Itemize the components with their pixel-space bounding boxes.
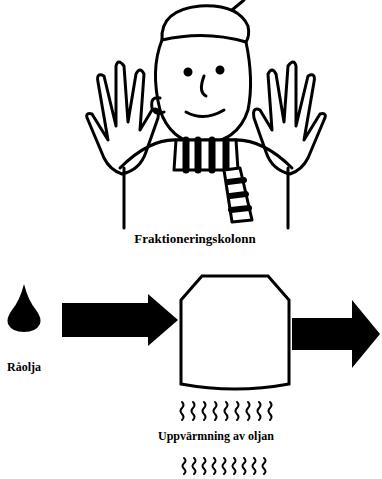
heat-stroke bbox=[253, 458, 256, 474]
crude-oil-drop: Råolja bbox=[0, 282, 48, 375]
heat-stroke bbox=[269, 402, 272, 420]
heat-stroke bbox=[223, 458, 226, 474]
heat-label: Uppvärmning av oljan bbox=[156, 429, 276, 444]
heat-stroke bbox=[243, 458, 246, 474]
drop-shape bbox=[8, 284, 41, 332]
column-shape bbox=[181, 276, 289, 389]
node-heading: Fraktioneringskolonn bbox=[134, 231, 255, 247]
heat-stroke bbox=[181, 402, 184, 420]
heat-stroke bbox=[193, 458, 196, 474]
heat-stroke bbox=[183, 458, 186, 474]
heat-stroke bbox=[236, 402, 239, 420]
heat-stroke bbox=[233, 458, 236, 474]
heat-stroke bbox=[225, 402, 228, 420]
arrow-shaft bbox=[62, 303, 148, 337]
heat-stroke bbox=[203, 402, 206, 420]
heat-stroke bbox=[213, 458, 216, 474]
heat-stroke bbox=[263, 458, 266, 474]
flow-arrow bbox=[62, 294, 178, 346]
column-outline bbox=[178, 272, 292, 394]
drop-icon bbox=[0, 282, 48, 334]
arrow-head bbox=[148, 294, 178, 346]
heat-stroke bbox=[214, 402, 217, 420]
heat-stroke bbox=[192, 402, 195, 420]
heat-stroke bbox=[203, 458, 206, 474]
heat-stroke bbox=[258, 402, 261, 420]
outflow-arrow bbox=[292, 300, 380, 368]
cartoon-man bbox=[87, 0, 326, 228]
fractionation-column: Fraktioneringskolonn bbox=[178, 272, 292, 394]
heat-stroke bbox=[247, 402, 250, 420]
node-label: Råolja bbox=[0, 360, 48, 375]
